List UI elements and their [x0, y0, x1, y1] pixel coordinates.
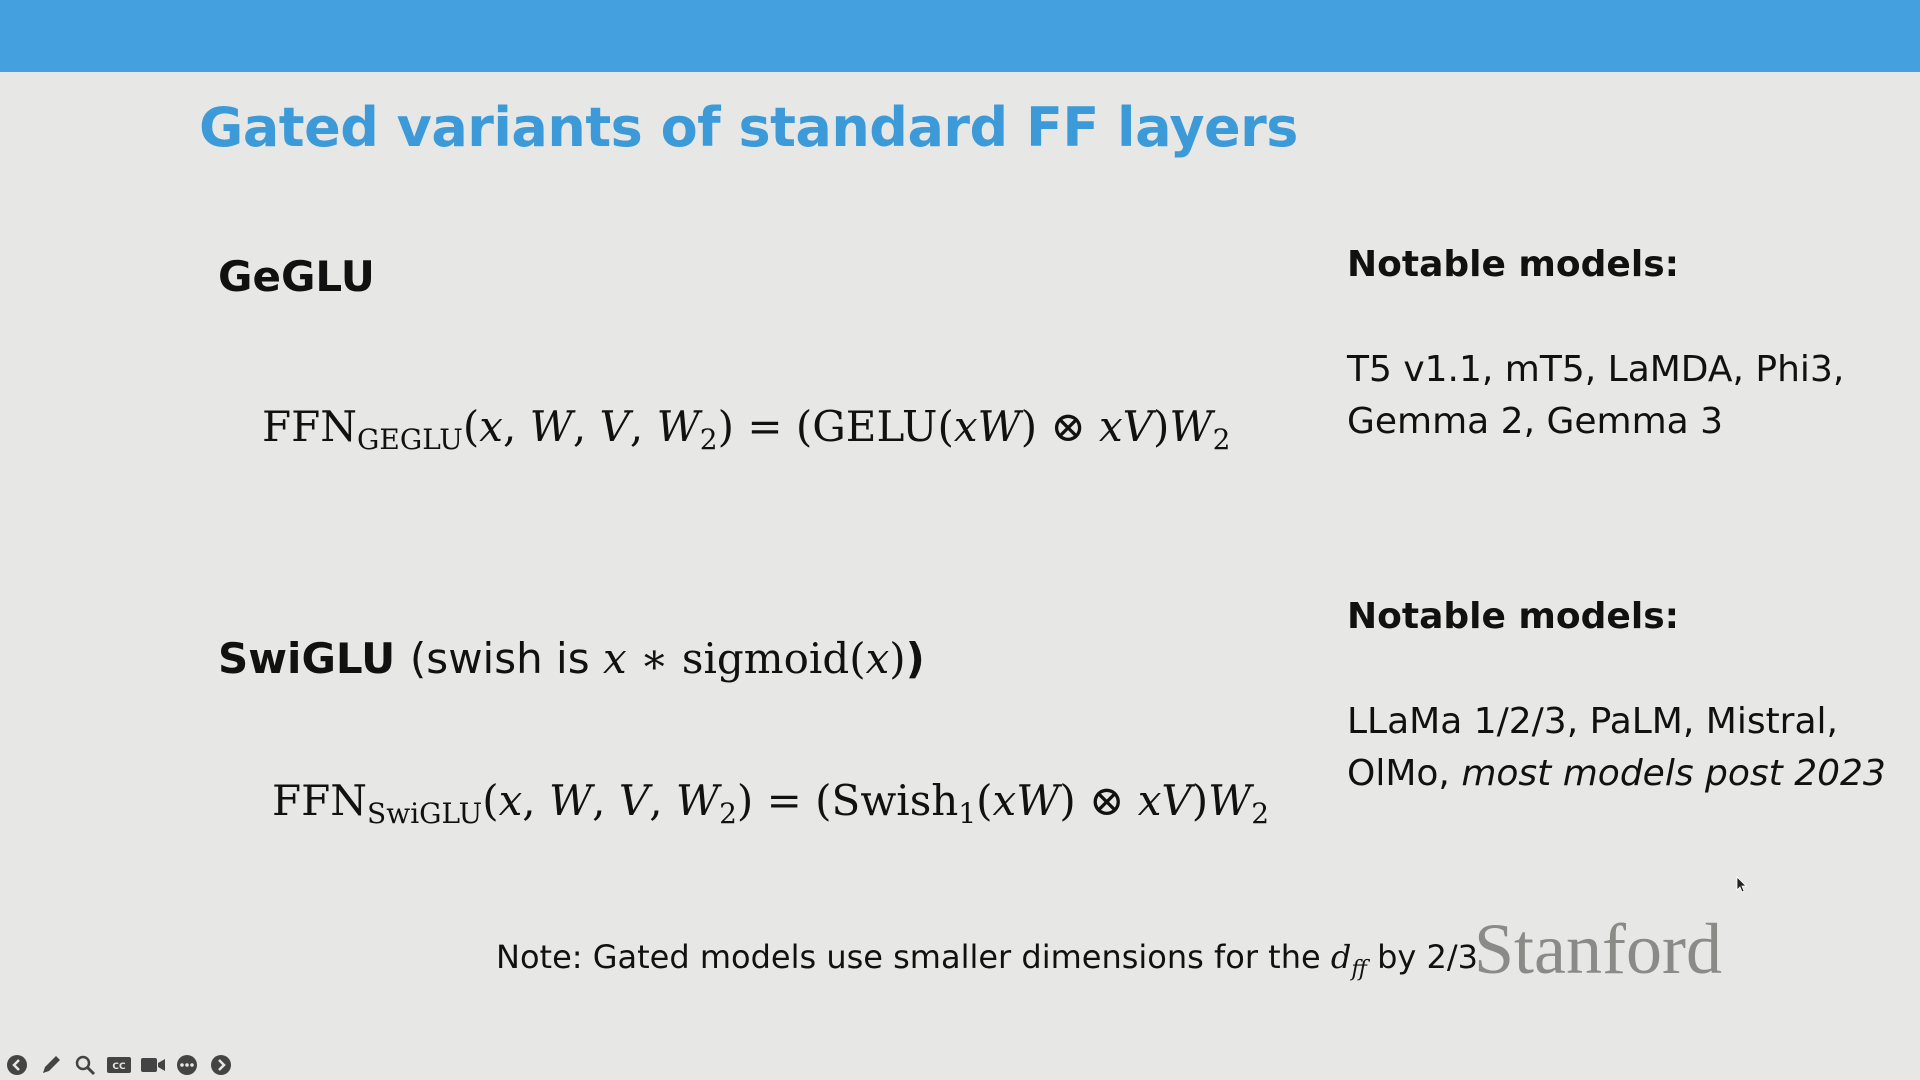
geglu-heading: GeGLU [218, 252, 375, 301]
swiglu-paren-math: x ∗ sigmoid(x) [602, 634, 906, 683]
pen-icon[interactable] [38, 1052, 64, 1078]
prev-icon[interactable] [4, 1052, 30, 1078]
note-suffix: by 2/3 [1366, 938, 1479, 976]
top-bar [0, 0, 1920, 72]
swiglu-paren-close: ) [905, 634, 925, 683]
note-prefix: Note: Gated models use smaller dimension… [496, 938, 1331, 976]
formula-xv: xV [1137, 776, 1192, 825]
ffn-subscript: SwiGLU [367, 797, 483, 830]
formula-args: (x, W, V, W [482, 776, 720, 825]
zoom-icon[interactable] [72, 1052, 98, 1078]
ffn-label: FFN [262, 402, 358, 451]
swiglu-formula: FFNSwiGLU(x, W, V, W2) = (Swish1(xW) ⊗ x… [272, 776, 1269, 830]
presentation-toolbar: CC [4, 1052, 234, 1078]
end-subscript: 2 [1212, 423, 1231, 456]
formula-end: )W [1191, 776, 1252, 825]
formula-xv: xV [1098, 402, 1154, 451]
swiglu-models-italic: most models post 2023 [1461, 753, 1886, 794]
swiglu-paren-text: (swish is [409, 634, 603, 683]
formula-end: )W [1153, 402, 1213, 451]
swiglu-models-plain: LLaMa 1/2/3, PaLM, Mistral, OlMo, [1347, 701, 1838, 794]
formula-eq: ) = (Swish [736, 776, 959, 825]
formula-eq: ) = (GELU( [717, 402, 954, 451]
swish-subscript: 1 [958, 797, 977, 830]
swiglu-title: SwiGLU [218, 634, 396, 683]
end-subscript: 2 [1251, 797, 1270, 830]
w2-subscript: 2 [699, 423, 718, 456]
cc-icon[interactable]: CC [106, 1052, 132, 1078]
slide-title: Gated variants of standard FF layers [199, 96, 1298, 159]
swiglu-heading: SwiGLU (swish is x ∗ sigmoid(x)) [218, 634, 925, 683]
ffn-label: FFN [272, 776, 368, 825]
dff-symbol: dff [1330, 938, 1367, 982]
footnote: Note: Gated models use smaller dimension… [496, 938, 1478, 982]
camera-icon[interactable] [140, 1052, 166, 1078]
next-icon[interactable] [208, 1052, 234, 1078]
swiglu-notable-heading: Notable models: [1347, 596, 1680, 637]
formula-xw: xW [992, 776, 1060, 825]
formula-otimes: ) ⊗ [1059, 776, 1138, 825]
formula-args: (x, W, V, W [462, 402, 700, 451]
formula-xw: xW [953, 402, 1021, 451]
geglu-notable-models: T5 v1.1, mT5, LaMDA, Phi3, Gemma 2, Gemm… [1347, 349, 1845, 442]
svg-text:CC: CC [112, 1062, 126, 1072]
geglu-formula: FFNGEGLU(x, W, V, W2) = (GELU(xW) ⊗ xV)W… [262, 402, 1230, 456]
swiglu-notable-models: LLaMa 1/2/3, PaLM, Mistral, OlMo, most m… [1347, 696, 1907, 800]
more-icon[interactable] [174, 1052, 200, 1078]
ffn-subscript: GEGLU [357, 423, 463, 456]
formula-otimes: ) ⊗ [1020, 402, 1099, 451]
formula-open: ( [976, 776, 993, 825]
stanford-logo: Stanford [1474, 909, 1722, 989]
geglu-notable-heading: Notable models: [1347, 244, 1680, 285]
mouse-cursor-icon [1736, 876, 1748, 898]
w2-subscript: 2 [719, 797, 737, 830]
